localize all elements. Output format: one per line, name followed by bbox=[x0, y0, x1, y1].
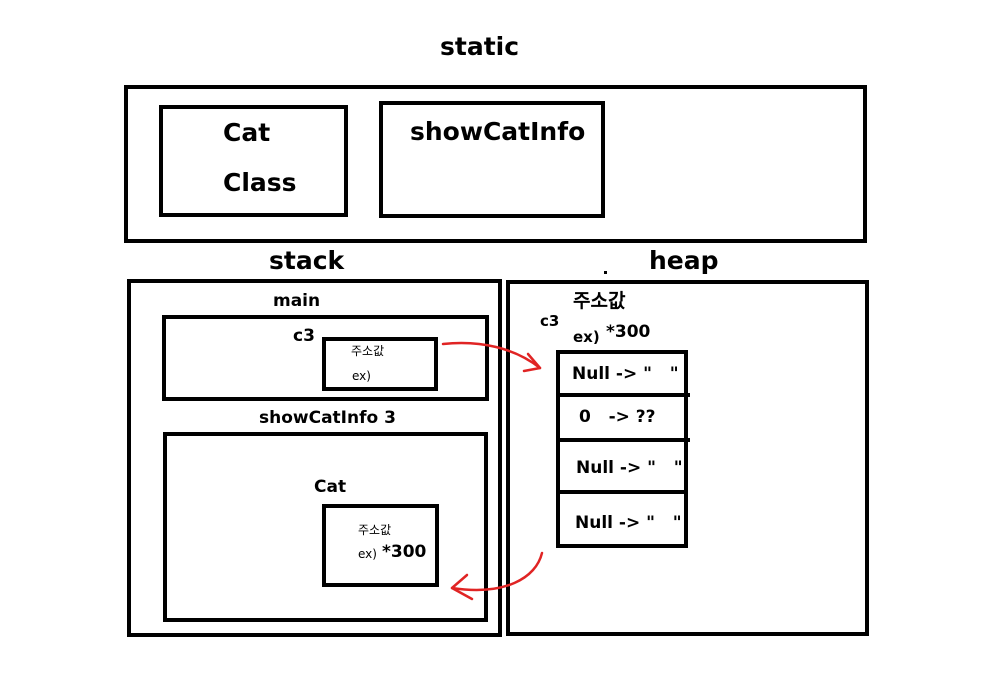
stack-area bbox=[127, 279, 502, 637]
cell-divider bbox=[556, 490, 688, 494]
heap-address-label: 주소값 bbox=[573, 290, 626, 312]
showcatinfo-param-name: Cat bbox=[314, 477, 347, 497]
main-var-name: c3 bbox=[293, 326, 315, 346]
heap-cell: Null -> " " bbox=[572, 364, 679, 384]
showcatinfo-param-value-line1: 주소값 bbox=[358, 523, 392, 537]
showcatinfo-param-value-main: *300 bbox=[382, 542, 427, 562]
heap-area bbox=[506, 280, 869, 636]
main-var-value-line1: 주소값 bbox=[351, 344, 385, 358]
static-area bbox=[124, 85, 867, 243]
cat-class-label-line1: Cat bbox=[223, 118, 271, 147]
heap-object-cells bbox=[556, 350, 688, 548]
showcatinfo-method-label: showCatInfo bbox=[410, 117, 586, 146]
heap-address-value: *300 bbox=[606, 322, 651, 342]
heap-cell: 0 -> ?? bbox=[579, 407, 656, 427]
showcatinfo-method-box bbox=[379, 101, 605, 218]
main-frame-label: main bbox=[273, 291, 321, 311]
main-var-value-line2: ex) bbox=[352, 369, 371, 383]
static-title: static bbox=[440, 32, 520, 61]
showcatinfo-frame bbox=[163, 432, 488, 622]
stack-title: stack bbox=[269, 246, 345, 275]
main-var-value-box bbox=[322, 337, 438, 391]
cell-divider bbox=[556, 393, 690, 397]
heap-address-prefix: ex) bbox=[573, 328, 600, 346]
heap-title: heap bbox=[649, 246, 719, 275]
showcatinfo-param-value-box bbox=[322, 504, 439, 587]
cat-class-label-line2: Class bbox=[223, 168, 297, 197]
heap-cell: Null -> " " bbox=[576, 458, 683, 478]
showcatinfo-param-value-prefix: ex) bbox=[358, 547, 377, 561]
heap-ref-name: c3 bbox=[540, 312, 560, 330]
cat-class-box bbox=[159, 105, 348, 217]
cell-divider bbox=[556, 438, 690, 442]
showcatinfo-frame-label: showCatInfo 3 bbox=[259, 408, 396, 428]
heap-cell: Null -> " " bbox=[575, 513, 682, 533]
stray-mark bbox=[604, 271, 607, 274]
